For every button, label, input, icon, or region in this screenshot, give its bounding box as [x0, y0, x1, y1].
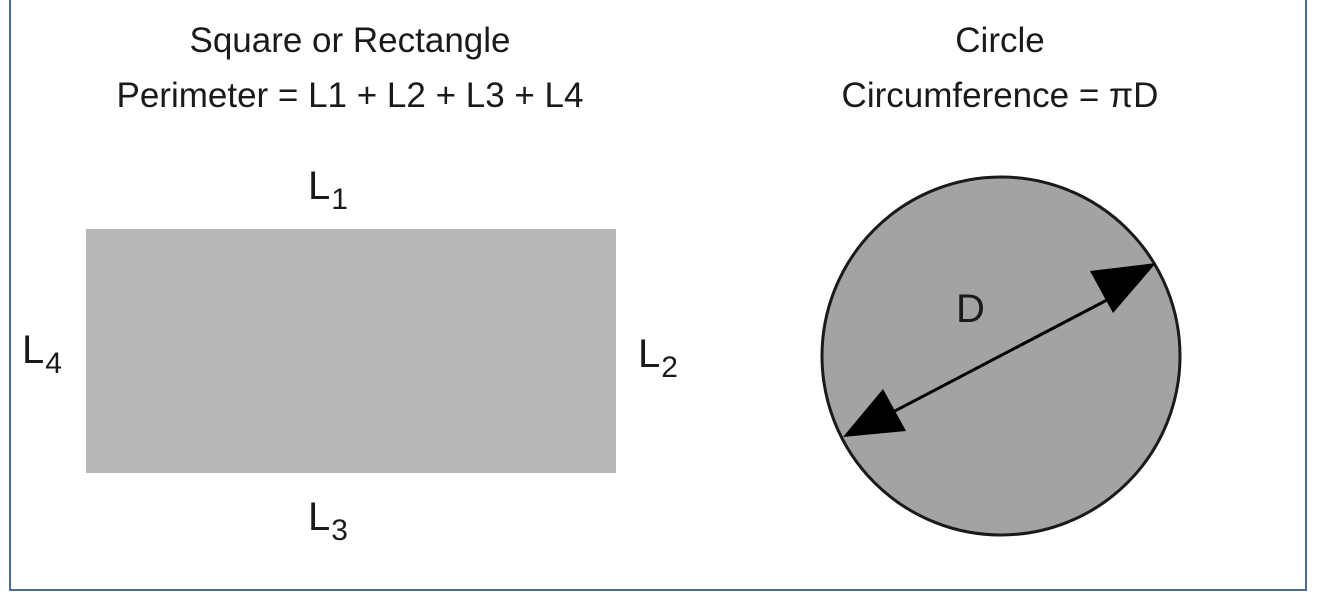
side-label-bottom-sub: 3 [331, 514, 348, 547]
diameter-label: D [956, 287, 985, 331]
side-label-top: L1 [308, 164, 348, 215]
side-label-left: L4 [22, 328, 62, 379]
side-label-bottom-base: L [308, 495, 331, 539]
diameter-arrowhead-lower [843, 389, 906, 437]
side-label-top-sub: 1 [331, 183, 348, 216]
side-label-right-base: L [638, 332, 661, 376]
side-label-right: L2 [638, 332, 678, 383]
side-label-bottom: L3 [308, 495, 348, 546]
diameter-line [871, 287, 1129, 425]
side-label-right-sub: 2 [661, 351, 678, 384]
side-label-top-base: L [308, 164, 331, 208]
side-label-left-sub: 4 [45, 347, 62, 380]
rectangle-shape [86, 229, 616, 473]
circle-figure: D [820, 175, 1182, 537]
perimeter-formula: Perimeter = L1 + L2 + L3 + L4 [116, 76, 584, 115]
circle-title: Circle [955, 21, 1045, 60]
side-label-left-base: L [22, 328, 45, 372]
diameter-arrowhead-upper [1090, 263, 1156, 313]
rectangle-title: Square or Rectangle [189, 21, 511, 60]
circumference-formula: Circumference = πD [841, 76, 1159, 115]
